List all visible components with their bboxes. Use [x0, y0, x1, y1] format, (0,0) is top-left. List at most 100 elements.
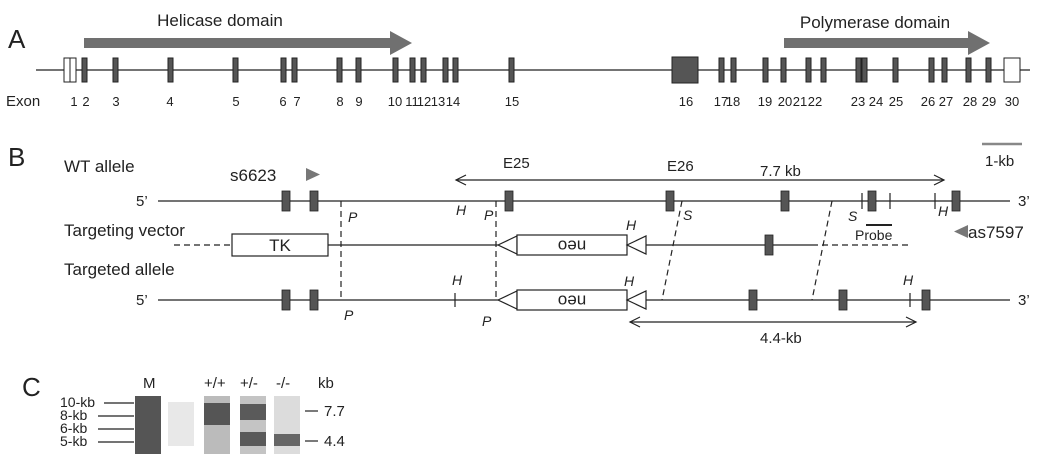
- exon-number-20: 20: [778, 94, 792, 109]
- polymerase-domain-label: Polymerase domain: [800, 13, 950, 32]
- wt-exon: [952, 191, 960, 211]
- band-size-upper: 7.7: [324, 403, 345, 420]
- exon-number-30: 30: [1005, 94, 1019, 109]
- homology-arm-connector: [812, 201, 832, 300]
- targeted-exon: [282, 290, 290, 310]
- exon-number-21: 21: [793, 94, 807, 109]
- targeted-exon: [310, 290, 318, 310]
- exon-number-29: 29: [982, 94, 996, 109]
- exon-number-7: 7: [293, 94, 300, 109]
- exon-15: [509, 58, 514, 82]
- helicase-domain-label: Helicase domain: [157, 11, 283, 30]
- exon-number-1: 1: [70, 94, 77, 109]
- wt-three-prime: 3’: [1018, 193, 1030, 210]
- exon-27: [942, 58, 947, 82]
- panel-c: C M +/+ +/- -/- kb 10-kb 8-kb 6-kb 5-kb …: [22, 372, 345, 454]
- exon-number-15: 15: [505, 94, 519, 109]
- exon-number-24: 24: [869, 94, 883, 109]
- exon-2: [82, 58, 87, 82]
- reverse-primer-arrow: [954, 225, 968, 238]
- exon-number-26: 26: [921, 94, 935, 109]
- targeted-site-h: H: [903, 272, 914, 288]
- exon-row-label: Exon: [6, 93, 40, 110]
- neo-cassette-label: neo: [558, 237, 586, 256]
- loxp-site: [627, 236, 646, 254]
- exon-number-4: 4: [166, 94, 173, 109]
- wt-site-h: H: [938, 203, 949, 219]
- exon-28: [966, 58, 971, 82]
- exon-18: [731, 58, 736, 82]
- exon-19: [763, 58, 768, 82]
- exon-number-27: 27: [939, 94, 953, 109]
- panel-b: B 1-kb WT allele Targeting vector Target…: [8, 142, 1030, 347]
- lane-ko-label: -/-: [276, 375, 290, 392]
- wt-exon: [310, 191, 318, 211]
- targeted-three-prime: 3’: [1018, 292, 1030, 309]
- exon-number-8: 8: [336, 94, 343, 109]
- lane-het-label: +/-: [240, 375, 258, 392]
- exon-number-10: 10: [388, 94, 402, 109]
- blot-background-smear: [168, 402, 194, 446]
- exon-21: [806, 58, 811, 82]
- loxp-site: [627, 291, 646, 309]
- exon-number-23: 23: [851, 94, 865, 109]
- exon-9: [356, 58, 361, 82]
- exon-24: [862, 58, 867, 82]
- wt-exon-25: [505, 191, 513, 211]
- exon-number-18: 18: [726, 94, 740, 109]
- wt-site-s: S: [848, 208, 858, 224]
- wt-site-p: P: [348, 209, 358, 225]
- loxp-site: [498, 236, 517, 254]
- marker-5kb: 5-kb: [60, 433, 87, 449]
- exon-number-14: 14: [446, 94, 460, 109]
- exon-20: [781, 58, 786, 82]
- exon-number-22: 22: [808, 94, 822, 109]
- exon-number-3: 3: [112, 94, 119, 109]
- neo-cassette-label: neo: [558, 292, 586, 311]
- targeted-site-h: H: [624, 273, 635, 289]
- forward-primer-label: s6623: [230, 166, 276, 185]
- exon-6: [281, 58, 286, 82]
- targeting-vector-label: Targeting vector: [64, 221, 185, 240]
- targeted-five-prime: 5’: [136, 292, 148, 309]
- exon-26: [929, 58, 934, 82]
- exon-12: [421, 58, 426, 82]
- exon-16: [672, 57, 698, 83]
- wt-exon: [781, 191, 789, 211]
- wt-fragment-size: 7.7 kb: [760, 163, 801, 180]
- probe-label: Probe: [855, 227, 893, 243]
- targeted-site-p: P: [344, 307, 354, 323]
- targeted-exon: [749, 290, 757, 310]
- targeted-site-h: H: [452, 272, 463, 288]
- exon-8: [337, 58, 342, 82]
- exon-number-25: 25: [889, 94, 903, 109]
- reverse-primer-label: as7597: [968, 223, 1024, 242]
- size-unit-label: kb: [318, 375, 334, 392]
- exon-number-28: 28: [963, 94, 977, 109]
- exon-7: [292, 58, 297, 82]
- panel-c-letter: C: [22, 372, 41, 402]
- exon-4: [168, 58, 173, 82]
- lane-wt-label: +/+: [204, 375, 226, 392]
- blot-band-het-lower: [240, 432, 266, 446]
- exon-23: [856, 58, 861, 82]
- wt-exon-26: [666, 191, 674, 211]
- panel-a: A Helicase domain Polymerase domain Exon…: [6, 11, 1030, 110]
- exon-number-16: 16: [679, 94, 693, 109]
- wt-exon: [868, 191, 876, 211]
- exon-25: [893, 58, 898, 82]
- polymerase-domain-arrow: [784, 31, 990, 55]
- exon-number-6: 6: [279, 94, 286, 109]
- exon-number-5: 5: [232, 94, 239, 109]
- targeted-site-p: P: [482, 313, 492, 329]
- tk-cassette-label: TK: [269, 236, 291, 255]
- lane-marker-label: M: [143, 375, 156, 392]
- blot-band-het-upper: [240, 404, 266, 420]
- exon-29: [986, 58, 991, 82]
- wt-site-s: S: [683, 207, 693, 223]
- targeted-fragment-size: 4.4-kb: [760, 330, 802, 347]
- exon-10: [393, 58, 398, 82]
- exon-30: [1004, 58, 1020, 82]
